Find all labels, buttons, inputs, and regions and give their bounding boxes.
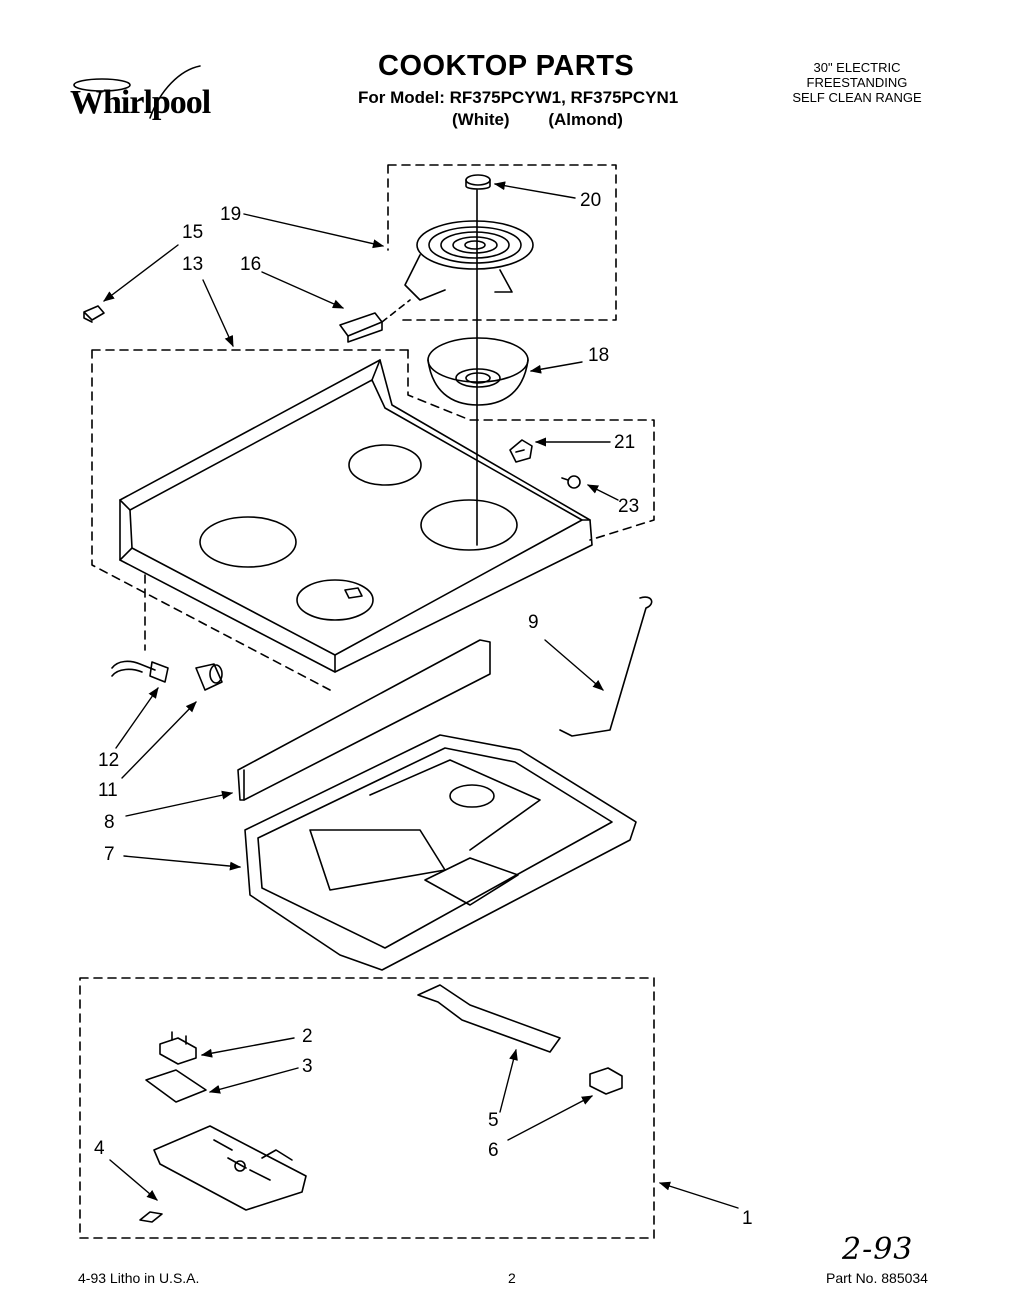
callout-19: 19 (220, 204, 242, 225)
part-4-piece (139, 1211, 163, 1223)
part-15-clip (83, 305, 105, 323)
part-9-rod (559, 596, 653, 737)
appliance-type: 30" ELECTRIC FREESTANDING SELF CLEAN RAN… (772, 60, 942, 105)
type-line-2: FREESTANDING (806, 75, 908, 90)
part-18-drip-bowl (427, 337, 529, 406)
element-group-outline (387, 164, 617, 321)
callout-16: 16 (240, 254, 262, 275)
callout-6: 6 (488, 1140, 499, 1161)
logo-swoosh (73, 65, 201, 119)
part-8-trim (237, 639, 491, 801)
callout-2: 2 (302, 1026, 313, 1047)
callout-8: 8 (104, 812, 115, 833)
part-13-cooktop (119, 359, 593, 673)
callout-15: 15 (182, 222, 204, 243)
callout-18: 18 (588, 345, 610, 366)
callout-11: 11 (98, 780, 118, 801)
color-almond: (Almond) (548, 110, 623, 129)
part-2-switch (159, 1031, 197, 1065)
color-white: (White) (452, 110, 510, 129)
control-bracket-assembly (153, 1125, 307, 1211)
callout-1: 1 (742, 1208, 753, 1229)
callout-13: 13 (182, 254, 204, 275)
page-title: COOKTOP PARTS (378, 50, 635, 82)
callout-20: 20 (580, 190, 602, 211)
part-20-cap (465, 174, 491, 190)
cooktop-outline (91, 349, 409, 691)
callout-21: 21 (614, 432, 636, 453)
part-number: Part No. 885034 (826, 1270, 928, 1286)
part-16-receptacle (339, 299, 411, 343)
model-colors: (White) (Almond) (452, 110, 657, 130)
part-3-insulator (145, 1069, 207, 1103)
part-11-grommet (195, 663, 223, 691)
callout-23: 23 (618, 496, 640, 517)
part-6-clip (589, 1067, 623, 1095)
page-number: 2 (508, 1270, 516, 1286)
leader-lines (103, 181, 739, 1209)
part-23-screw (561, 475, 581, 489)
handwritten-date: 2-93 (842, 1232, 914, 1267)
part-5-bar (417, 984, 561, 1053)
litho-note: 4-93 Litho in U.S.A. (78, 1270, 200, 1286)
bowl-mount-outline (407, 349, 655, 541)
part-19-surface-element (404, 220, 534, 301)
callout-9: 9 (528, 612, 539, 633)
callout-12: 12 (98, 750, 120, 771)
part-21-bracket (509, 439, 533, 463)
part-12-cord (111, 660, 169, 683)
callout-5: 5 (488, 1110, 499, 1131)
type-line-1: 30" ELECTRIC (813, 60, 901, 75)
callout-3: 3 (302, 1056, 313, 1077)
part-1-group-outline (79, 977, 655, 1239)
callout-7: 7 (104, 844, 115, 865)
callout-4: 4 (94, 1138, 105, 1159)
type-line-3: SELF CLEAN RANGE (792, 90, 922, 105)
part-7-burner-box (244, 734, 637, 971)
model-line: For Model: RF375PCYW1, RF375PCYN1 (358, 88, 679, 107)
